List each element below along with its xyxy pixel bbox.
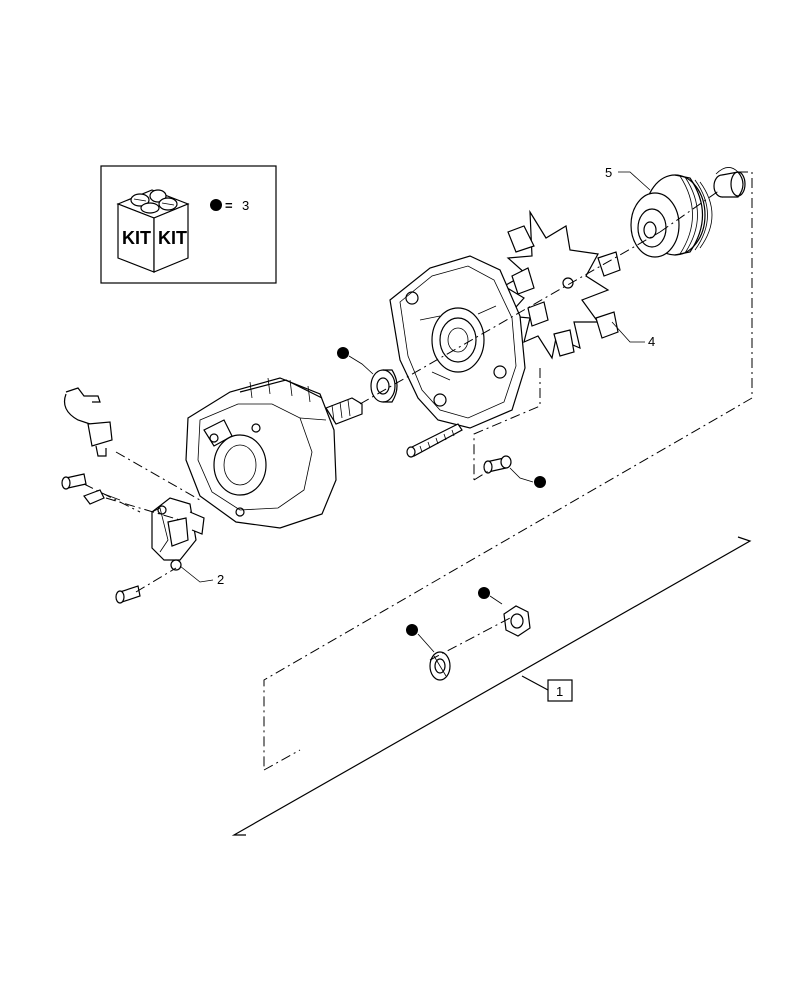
kit-bullet-screw: [534, 476, 546, 488]
kit-bullet-bearing: [337, 347, 349, 359]
leader-2: [179, 565, 214, 583]
rotor-shaft: [325, 397, 363, 425]
leader-4: [611, 321, 645, 343]
callout-1: 1: [556, 684, 563, 699]
assembly-centerlines: [83, 171, 753, 771]
callout-2: 2: [217, 572, 224, 587]
regulator: [151, 497, 205, 571]
fan: [502, 209, 621, 360]
kit-bracket: [231, 536, 752, 836]
pulley: [630, 174, 713, 258]
brush-plug: [83, 489, 121, 505]
bearing: [370, 369, 398, 403]
callout-4: 4: [648, 334, 655, 349]
wire-connector: [63, 387, 113, 457]
kit-legend-frame: [100, 165, 277, 284]
regulator-screw-bottom: [115, 585, 141, 604]
callout-5: 5: [605, 165, 612, 180]
through-bolt: [406, 423, 463, 458]
kit-ref-number: 3: [242, 198, 249, 213]
kit-bullet-nut: [478, 587, 490, 599]
kit-box-icon: KIT KIT: [116, 189, 190, 273]
kit-equals: =: [225, 198, 233, 213]
housing-screw: [483, 455, 512, 474]
nut: [503, 605, 531, 637]
kit-legend: KIT KIT = 3: [100, 165, 277, 284]
lock-washer: [429, 651, 451, 681]
kit-bullet-icon: [210, 199, 222, 211]
rear-housing: [185, 377, 337, 529]
bushing: [713, 167, 746, 198]
kit-label-right: KIT: [158, 228, 187, 248]
front-housing: [389, 255, 526, 429]
kit-label-left: KIT: [122, 228, 151, 248]
leader-5: [618, 171, 651, 191]
kit-bullet-washer: [406, 624, 418, 636]
regulator-screw-top: [61, 473, 87, 490]
